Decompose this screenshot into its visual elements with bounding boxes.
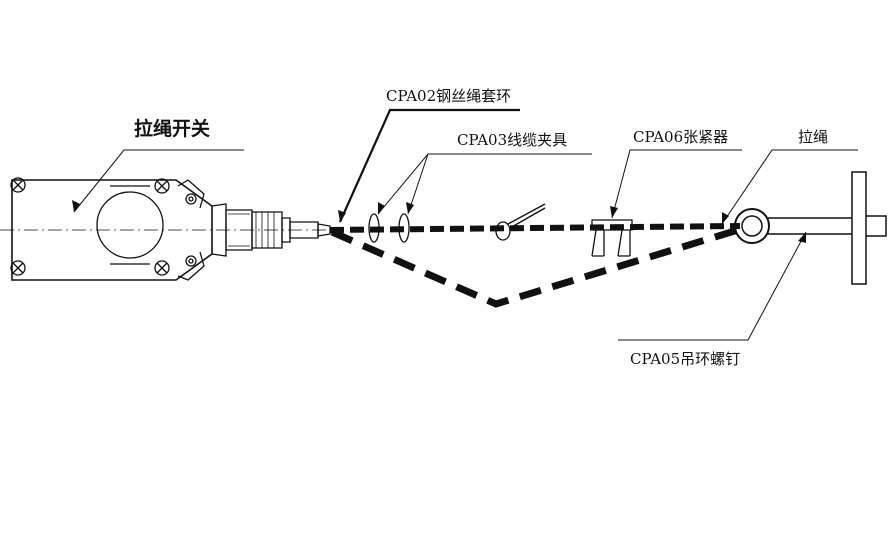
label-cable-clamp: CPA03线缆夹具 xyxy=(457,131,568,149)
leader-switch xyxy=(73,149,244,213)
pull-rope-taut xyxy=(329,223,741,233)
corner-screw xyxy=(10,260,26,276)
eye-bolt xyxy=(734,171,887,285)
label-thimble: CPA02钢丝绳套环 xyxy=(386,87,512,105)
leader-clamp xyxy=(377,153,592,215)
wire-hook xyxy=(495,203,546,241)
pull-rope-switch xyxy=(0,177,330,281)
cable-clamp xyxy=(368,213,410,243)
corner-screw xyxy=(10,177,26,193)
corner-screw xyxy=(154,260,170,276)
label-pull-rope-switch: 拉绳开关 xyxy=(134,118,211,140)
leader-rope xyxy=(721,149,858,225)
label-eye-bolt: CPA05吊环螺钉 xyxy=(630,350,741,368)
leader-eyebolt xyxy=(618,231,807,341)
leader-tensioner xyxy=(611,149,742,219)
leader-thimble xyxy=(338,108,520,223)
corner-screw xyxy=(154,178,170,194)
pull-rope-slack xyxy=(330,226,740,308)
label-pull-rope: 拉绳 xyxy=(798,128,829,146)
label-tensioner: CPA06张紧器 xyxy=(633,128,729,146)
leader-arrowheads xyxy=(72,200,806,243)
cable-gland xyxy=(211,203,331,257)
